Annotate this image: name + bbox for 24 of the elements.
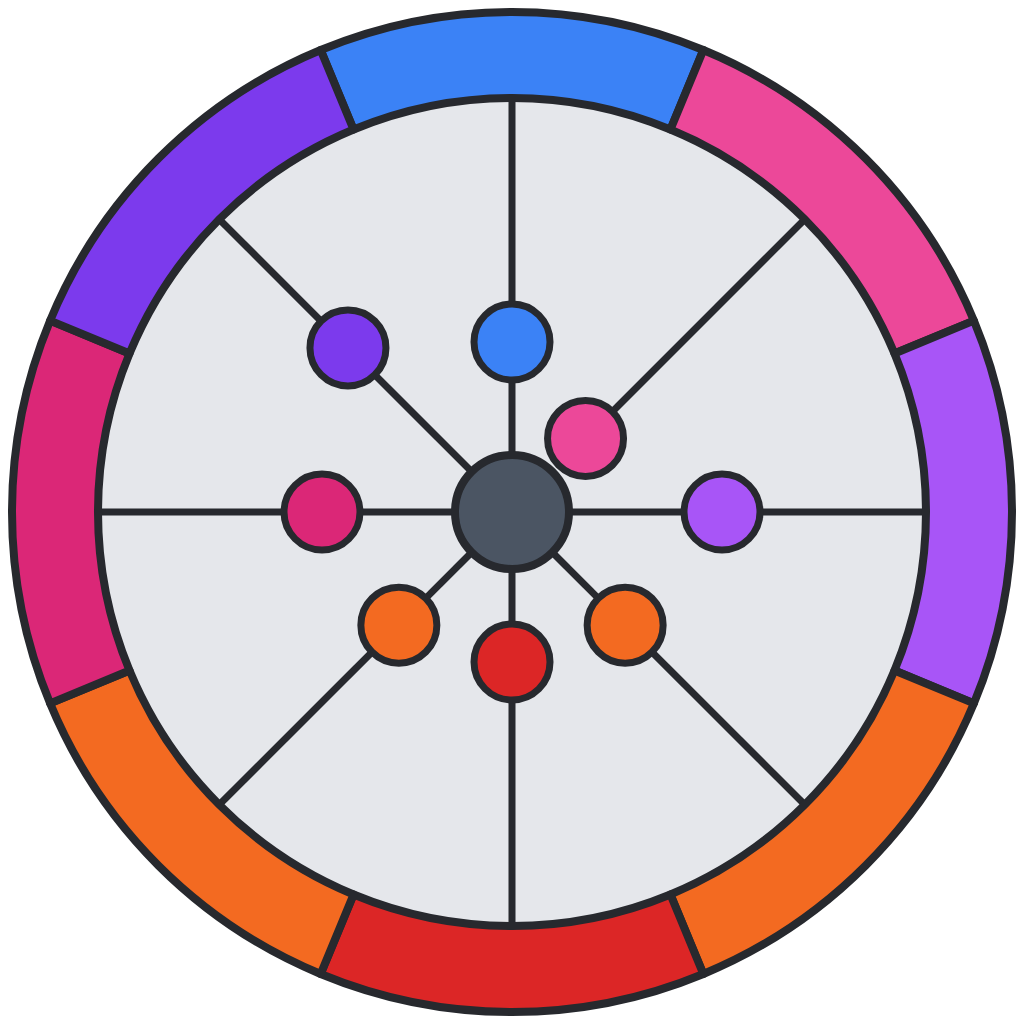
spoke-line bbox=[650, 650, 806, 806]
spoke-line bbox=[762, 508, 924, 516]
ring-segment bbox=[316, 8, 708, 134]
spoke-line bbox=[508, 100, 516, 302]
spoke-line bbox=[100, 508, 282, 516]
ring-segment bbox=[46, 666, 358, 978]
ring-segment bbox=[666, 666, 978, 978]
hub-circle bbox=[451, 451, 573, 573]
spoke-line bbox=[508, 571, 516, 622]
ring-segment bbox=[666, 46, 978, 358]
ring-segment bbox=[46, 46, 358, 358]
ring-segment bbox=[890, 316, 1016, 708]
spoke-line bbox=[508, 702, 516, 924]
ring-segment bbox=[316, 890, 708, 1016]
spoke-line bbox=[611, 218, 806, 413]
spoke-line bbox=[373, 373, 473, 473]
ring-segment bbox=[8, 316, 134, 708]
spoke-line bbox=[218, 218, 323, 323]
spoke-line bbox=[424, 551, 473, 600]
spoke-line bbox=[362, 508, 453, 516]
spoke-line bbox=[218, 650, 374, 806]
spoke-line bbox=[571, 508, 682, 516]
spoke-line bbox=[551, 551, 600, 600]
spoke-line bbox=[508, 382, 516, 453]
